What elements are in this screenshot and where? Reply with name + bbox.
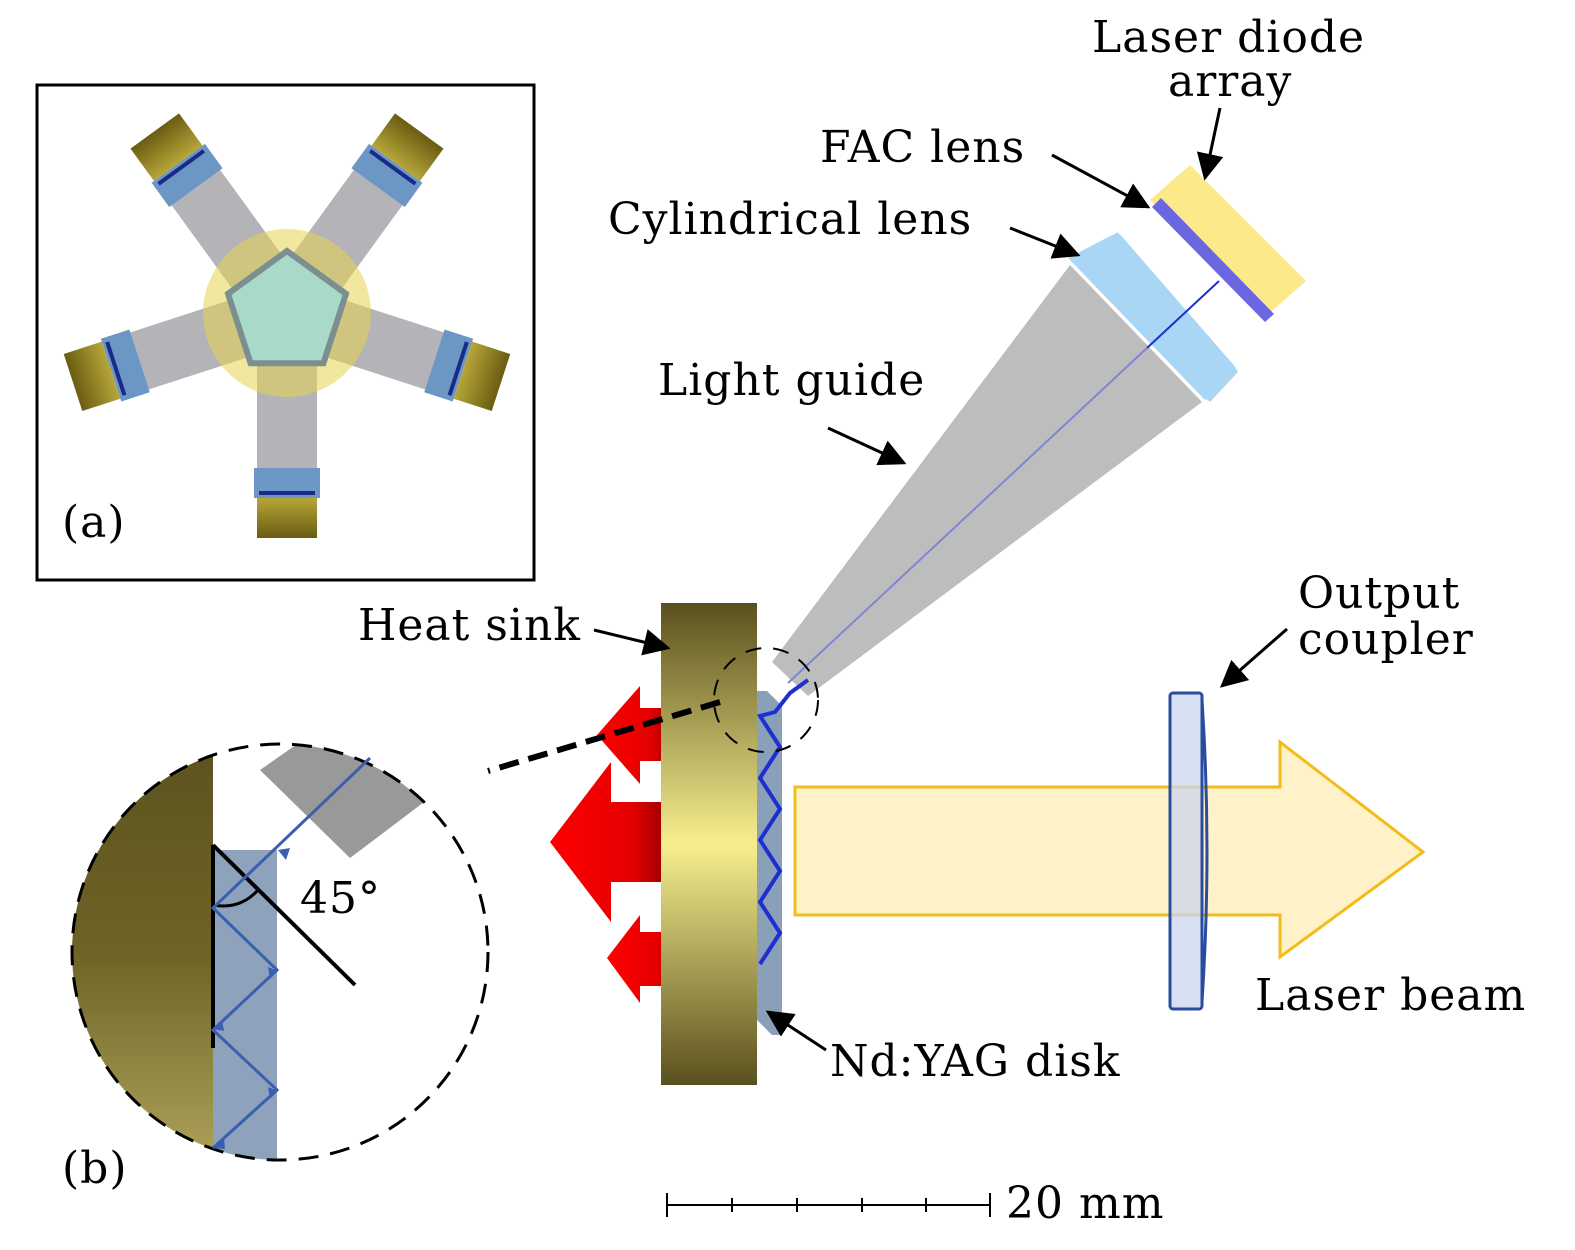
zoom-circle-small	[713, 647, 819, 753]
heat-sink-label: Heat sink	[358, 600, 581, 651]
cylindrical-lens-leader	[1009, 226, 1081, 259]
output-coupler-leader	[1219, 627, 1288, 688]
panel-a-label: (a)	[62, 497, 126, 548]
disk-zigzag-ray	[756, 678, 810, 966]
arm-fac	[259, 491, 315, 495]
fac-lens-leader	[1051, 153, 1151, 209]
laser-diode-leader	[1196, 107, 1224, 181]
heat-arrows	[550, 686, 678, 1003]
angle-label: 45°	[300, 873, 381, 924]
nd-yag-disk-label: Nd:YAG disk	[830, 1036, 1121, 1087]
arm-fac	[157, 149, 206, 186]
laser-diode-array	[1150, 165, 1306, 317]
zoom-panel-b: 45° (b)	[62, 742, 490, 1194]
zoom-heat-sink	[72, 744, 213, 1160]
arm-lens	[351, 143, 423, 207]
arm-lens	[151, 143, 223, 207]
scale-bar: 20 mm	[666, 1178, 1164, 1229]
arm-diode	[63, 341, 121, 412]
fac-lens	[1152, 198, 1274, 322]
pump-ray-top	[1146, 280, 1220, 349]
heat-arrow-middle	[550, 762, 667, 922]
light-guide-leader	[827, 426, 907, 466]
inset-panel-a: (a)	[35, 83, 536, 582]
scale-label: 20 mm	[1006, 1178, 1164, 1229]
output-coupler	[1168, 691, 1204, 1011]
arm-diode	[257, 498, 317, 538]
zoom-pump-ray	[210, 756, 372, 1150]
cylindrical-lens-shape	[1070, 258, 1238, 402]
heat-sink	[661, 603, 757, 1085]
zoom-circle-large	[70, 742, 490, 1162]
zoom-normal-line	[211, 843, 357, 987]
heat-arrow-top	[597, 686, 673, 784]
heat-sink-leader	[593, 628, 671, 656]
fac-lens-label: FAC lens	[820, 122, 1025, 173]
nd-yag-disk	[757, 691, 782, 1035]
pentagon-disk	[224, 247, 350, 367]
laser-beam-label: Laser beam	[1255, 970, 1526, 1021]
cylindrical-lens-label: Cylindrical lens	[608, 194, 972, 245]
zoom-callout-line	[487, 699, 721, 774]
nd-yag-disk-leader	[765, 1010, 827, 1052]
arm-fac	[105, 341, 127, 396]
panel-b-label: (b)	[62, 1143, 128, 1194]
arm-lens	[424, 329, 474, 402]
output-coupler-label-1: Output	[1298, 568, 1460, 619]
heat-arrow-bottom	[607, 915, 678, 1003]
arm-lens	[100, 329, 150, 402]
arm-diode	[371, 113, 444, 181]
laser-diode-label-2: array	[1168, 56, 1292, 107]
output-coupler-label-2: coupler	[1298, 614, 1474, 665]
light-guide-label: Light guide	[658, 355, 925, 406]
light-guide	[772, 265, 1202, 696]
laser-beam-arrow	[793, 738, 1426, 960]
arm-diode	[130, 113, 203, 181]
pump-ray-guide	[787, 347, 1148, 684]
arm-fac	[447, 341, 469, 396]
cylindrical-lens	[1068, 232, 1238, 400]
arm-diode	[453, 341, 511, 412]
arm-fac	[368, 149, 417, 186]
zoom-light-guide	[260, 744, 440, 858]
laser-diode-label-1: Laser diode	[1092, 12, 1365, 63]
